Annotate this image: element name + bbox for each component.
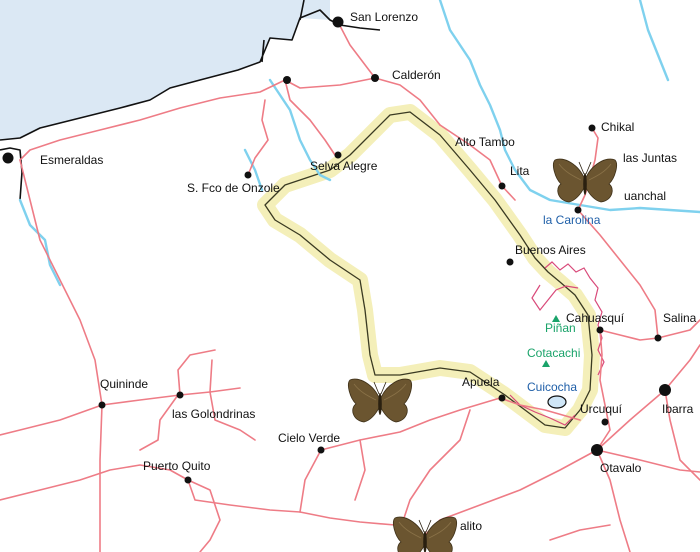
town-dot-icon [574, 206, 582, 214]
town-dot-icon [601, 418, 609, 426]
peak-triangle-icon [542, 315, 560, 367]
label-quininde: Quininde [100, 377, 148, 391]
town-dot-icon [654, 334, 662, 342]
label-uanchal: uanchal [624, 189, 666, 203]
label-puerto-quito: Puerto Quito [143, 459, 211, 473]
label-alito: alito [460, 519, 482, 533]
park-border [509, 261, 605, 426]
town-dot-icon [283, 76, 291, 84]
town-dot-icon [244, 171, 252, 179]
town-dot-icon [659, 384, 671, 396]
coastline [0, 0, 381, 201]
label-esmeraldas: Esmeraldas [40, 153, 103, 167]
label-cotacachi: Cotacachi [527, 346, 580, 360]
town-dot-icon [591, 444, 603, 456]
label-cuicocha: Cuicocha [527, 380, 577, 394]
rivers [18, 0, 700, 287]
town-dot-icon [334, 151, 342, 159]
label-san-lorenzo: San Lorenzo [350, 10, 418, 24]
town-dots [2, 16, 671, 484]
label-las-golondrinas: las Golondrinas [172, 407, 255, 421]
range-outline [264, 111, 593, 429]
label-pinan: Piñan [545, 321, 576, 335]
butterfly-icon [347, 378, 413, 423]
label-calderon: Calderón [392, 68, 441, 82]
roads [0, 21, 700, 552]
lake-icon [547, 395, 567, 409]
label-cielo-verde: Cielo Verde [278, 431, 340, 445]
label-chikal: Chikal [601, 120, 634, 134]
label-lita: Lita [510, 164, 530, 178]
label-la-carolina: la Carolina [543, 213, 601, 227]
town-dot-icon [498, 182, 506, 190]
label-salina: Salina [663, 311, 697, 325]
label-cahuasqui: Cahuasquí [566, 311, 625, 325]
butterfly-icon [392, 516, 458, 552]
town-dot-icon [588, 124, 596, 132]
town-dot-icon [498, 394, 506, 402]
label-otavalo: Otavalo [600, 461, 642, 475]
label-selva-alegre: Selva Alegre [310, 159, 378, 173]
town-dot-icon [2, 152, 14, 164]
label-ibarra: Ibarra [662, 402, 694, 416]
town-dot-icon [371, 74, 379, 82]
town-dot-icon [332, 16, 344, 28]
label-las-juntas: las Juntas [623, 151, 677, 165]
label-alto-tambo: Alto Tambo [455, 135, 515, 149]
label-s-fco-de-onzole: S. Fco de Onzole [187, 181, 280, 195]
town-dot-icon [506, 258, 514, 266]
town-dot-icon [596, 326, 604, 334]
town-dot-icon [98, 401, 106, 409]
label-apuela: Apuela [462, 375, 500, 389]
town-dot-icon [176, 391, 184, 399]
town-dot-icon [184, 476, 192, 484]
sea [0, 0, 330, 140]
town-dot-icon [317, 446, 325, 454]
label-urcuqui: Urcuquí [580, 402, 623, 416]
label-buenos-aires: Buenos Aires [515, 243, 586, 257]
